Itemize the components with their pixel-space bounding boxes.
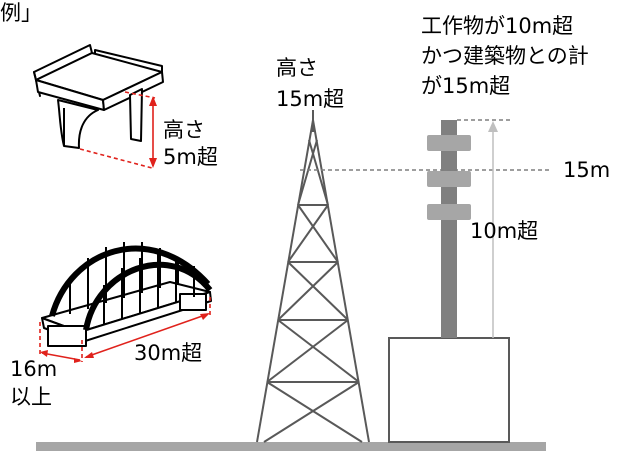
pole-height-arrow [488,121,498,338]
pole-condition-line-2: かつ建築物との計 [421,44,589,68]
arch-width-label-2: 以上 [10,385,52,409]
pole-condition-line-1: 工作物が10m超 [421,14,574,38]
ground-line [36,442,546,451]
bridge-height-label-2: 5m超 [163,145,218,169]
level-15m-label: 15m [563,158,611,182]
arch-length-label: 30m超 [134,341,203,365]
elevated-bridge-icon [33,44,164,149]
building-box [388,337,510,443]
pole-10m-label: 10m超 [470,219,539,243]
bridge-height-label-1: 高さ [163,118,205,142]
tower-height-label-2: 15m超 [276,87,345,111]
tower-height-label-1: 高さ [276,56,318,80]
arch-bridge-icon [41,242,213,347]
arch-dimensions [39,297,211,363]
steel-tower-icon [256,110,370,443]
bridge-height-dimension [79,91,157,169]
utility-pole-icon [427,120,471,338]
pole-condition-line-3: が15m超 [421,74,511,98]
arch-width-label-1: 16m [10,357,58,381]
corner-text: 例」 [0,1,42,25]
